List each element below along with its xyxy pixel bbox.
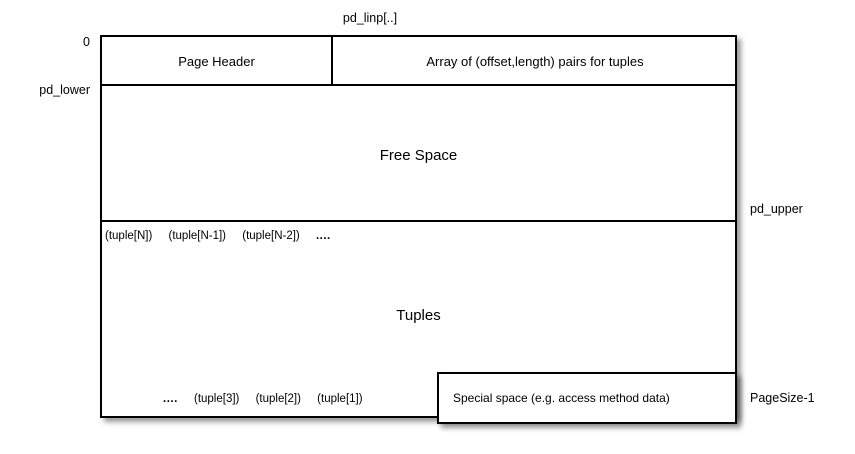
region-free-space: Free Space: [379, 147, 458, 164]
region-line-pointer-array: Array of (offset,length) pairs for tuple…: [426, 54, 644, 69]
region-page-header: Page Header: [178, 54, 255, 69]
tuple-token: (tuple[N]): [105, 230, 153, 242]
tuple-row-bottom: .... (tuple[3]) (tuple[2]) (tuple[1]): [163, 393, 363, 406]
divider-header-linp: [331, 37, 333, 84]
region-tuples: Tuples: [396, 307, 441, 324]
tuple-token: (tuple[2]): [255, 393, 301, 405]
page-rectangle: Page Header Array of (offset,length) pai…: [100, 35, 737, 418]
divider-pd-upper: [102, 220, 735, 222]
tuple-token: (tuple[3]): [193, 393, 240, 405]
label-pd-upper: pd_upper: [750, 202, 803, 216]
label-offset-zero: 0: [83, 35, 90, 49]
label-pd-lower: pd_lower: [39, 83, 90, 97]
tuple-token: (tuple[N-1]): [168, 230, 227, 242]
tuple-token: (tuple[N-2]): [242, 230, 300, 242]
special-space-box: Special space (e.g. access method data): [437, 372, 737, 424]
tuple-token: (tuple[1]): [317, 393, 363, 405]
region-special-space: Special space (e.g. access method data): [453, 391, 670, 405]
divider-pd-lower: [102, 84, 735, 86]
tuple-row-top: (tuple[N]) (tuple[N-1]) (tuple[N-2]) ...…: [105, 230, 331, 243]
label-pd-linp: pd_linp[..]: [342, 11, 398, 25]
label-page-size: PageSize-1: [750, 391, 815, 405]
tuple-ellipsis: ....: [163, 393, 178, 405]
tuple-ellipsis: ....: [315, 230, 331, 242]
